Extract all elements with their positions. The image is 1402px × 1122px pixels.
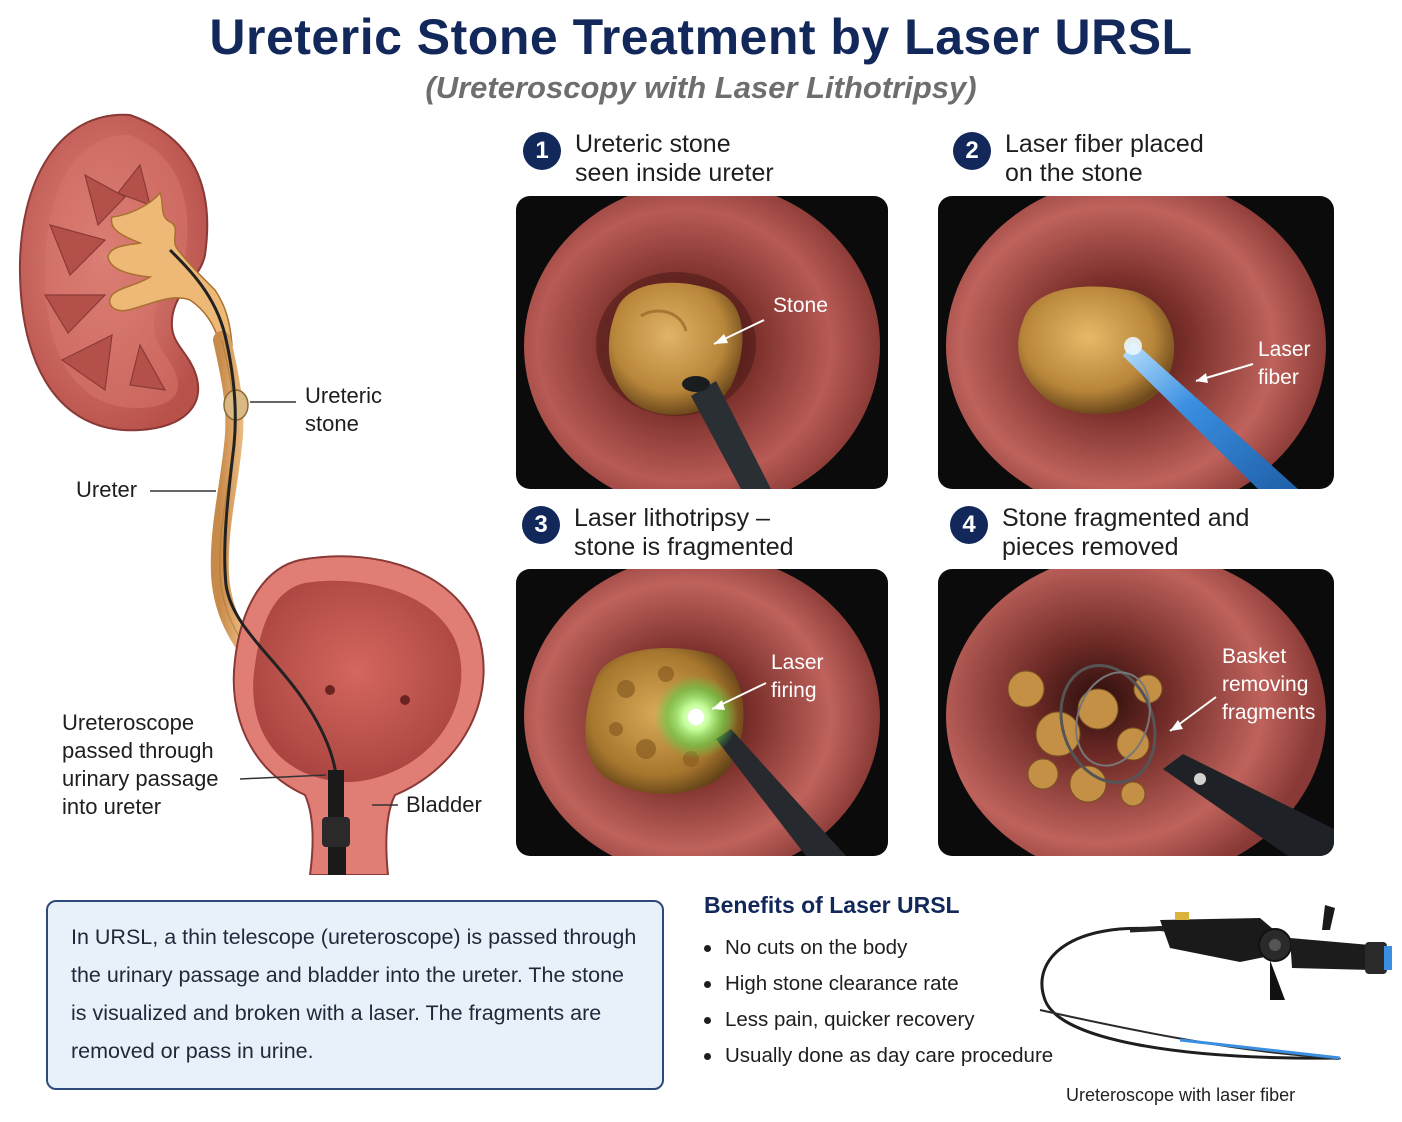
- step-4-number: 4: [950, 506, 988, 544]
- step-2-endoscopic-view: Laser fiber: [938, 196, 1334, 489]
- kidney: [18, 113, 233, 432]
- step-1-number: 1: [523, 132, 561, 170]
- page-subtitle: (Ureteroscopy with Laser Lithotripsy): [425, 70, 977, 105]
- step-3-view-label: Laser firing: [771, 651, 824, 702]
- step-4-view-label: Basket removing fragments: [1222, 645, 1316, 724]
- info-text: In URSL, a thin telescope (ureteroscope)…: [71, 925, 637, 1063]
- info-box: In URSL, a thin telescope (ureteroscope)…: [46, 900, 664, 1090]
- bullet-icon: [704, 980, 711, 988]
- bladder: [232, 555, 485, 875]
- step-2-view-label: Laser fiber: [1258, 338, 1311, 389]
- step-1-title: Ureteric stone seen inside ureter: [575, 130, 774, 187]
- step-4-title: Stone fragmented and pieces removed: [1002, 504, 1250, 561]
- step-1-view-label: Stone: [773, 294, 828, 317]
- label-ureteric-stone: Ureteric stone: [305, 383, 383, 436]
- benefits-list: No cuts on the body High stone clearance…: [700, 930, 1053, 1074]
- urinary-anatomy-illustration: [18, 113, 485, 875]
- step-3-title: Laser lithotripsy – stone is fragmented: [574, 504, 794, 561]
- bullet-icon: [704, 944, 711, 952]
- benefits-title: Benefits of Laser URSL: [704, 892, 960, 918]
- bullet-icon: [704, 1052, 711, 1060]
- label-bladder: Bladder: [406, 792, 482, 817]
- step-3-heading: 3 Laser lithotripsy – stone is fragmente…: [522, 504, 794, 562]
- step-2-heading: 2 Laser fiber placed on the stone: [953, 130, 1204, 188]
- step-2-number: 2: [953, 132, 991, 170]
- ureteroscope-wire: [168, 248, 340, 806]
- page-title: Ureteric Stone Treatment by Laser URSL: [209, 9, 1193, 65]
- bullet-icon: [704, 1016, 711, 1024]
- step-1-endoscopic-view: Stone: [516, 196, 888, 489]
- benefit-item: Usually done as day care procedure: [700, 1038, 1053, 1074]
- step-2-title: Laser fiber placed on the stone: [1005, 130, 1204, 187]
- step-1-heading: 1 Ureteric stone seen inside ureter: [523, 130, 774, 188]
- label-ureteroscope: Ureteroscope passed through urinary pass…: [62, 710, 219, 819]
- benefit-item: No cuts on the body: [700, 930, 1053, 966]
- step-3-number: 3: [522, 506, 560, 544]
- label-ureter: Ureter: [76, 477, 138, 502]
- ureteroscope-device-illustration: [1039, 905, 1392, 1060]
- step-4-heading: 4 Stone fragmented and pieces removed: [950, 504, 1249, 562]
- step-4-endoscopic-view: Basket removing fragments: [938, 569, 1334, 856]
- benefit-item: High stone clearance rate: [700, 966, 1053, 1002]
- step-3-endoscopic-view: Laser firing: [516, 569, 888, 856]
- benefit-item: Less pain, quicker recovery: [700, 1002, 1053, 1038]
- device-caption: Ureteroscope with laser fiber: [1066, 1085, 1296, 1105]
